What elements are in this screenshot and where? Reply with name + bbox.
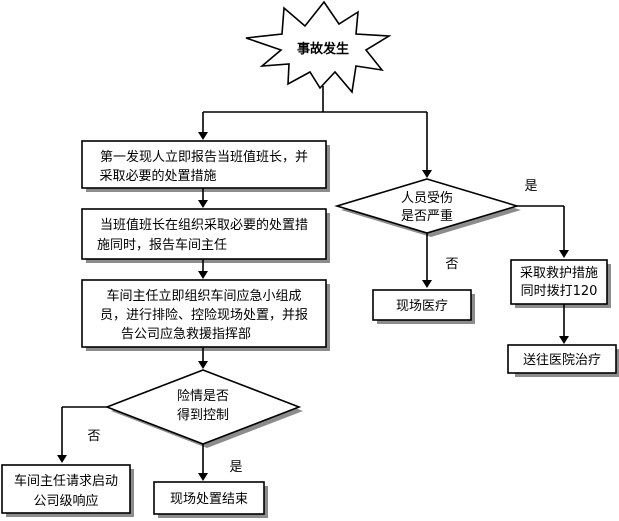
onsite-medical-text: 现场医疗 <box>396 299 448 314</box>
injury-text-line1: 人员受伤 <box>401 191 453 206</box>
report-text-line2: 采取必要的处置措施 <box>99 168 216 184</box>
report-box: 第一发现人立即报告当班值班长，并 采取必要的处置措施 <box>81 140 330 192</box>
controlled-yes-label: 是 <box>229 460 242 475</box>
company-text-line2: 公司级响应 <box>33 493 98 509</box>
report-text-line1: 第一发现人立即报告当班值班长，并 <box>100 149 308 165</box>
arrow-to-director <box>198 271 208 279</box>
shift-leader-box: 当班值班长在组织采取必要的处置措 施同时，报告车间主任 <box>81 208 330 263</box>
rescue-measures-box: 采取救护措施 同时拨打120 <box>510 259 611 308</box>
director-text-line3: 告公司应急救援指挥部 <box>121 326 251 342</box>
controlled-text-line1: 险情是否 <box>177 389 229 404</box>
shift-text-line1: 当班值班长在组织采取必要的处置措 <box>100 217 308 233</box>
arrow-to-company <box>57 455 67 463</box>
end-text: 现场处置结束 <box>170 492 248 507</box>
hospital-text: 送往医院治疗 <box>523 353 601 368</box>
arrow-to-hospital <box>559 336 569 344</box>
onsite-medical-box: 现场医疗 <box>372 289 475 324</box>
injury-text-line2: 是否严重 <box>401 208 453 224</box>
director-text-line1: 车间主任立即组织车间应急小组成 <box>106 288 301 304</box>
shift-text-line2: 施同时，报告车间主任 <box>97 237 227 253</box>
company-response-box: 车间主任请求启动 公司级响应 <box>1 464 134 517</box>
starburst-shape <box>245 0 392 94</box>
start-label: 事故发生 <box>297 41 349 57</box>
controlled-decision: 险情是否 得到控制 <box>104 369 303 448</box>
company-text-line1: 车间主任请求启动 <box>14 473 118 489</box>
injury-yes-label: 是 <box>524 179 537 194</box>
arrow-to-shift <box>198 200 208 208</box>
controlled-text-line2: 得到控制 <box>177 407 229 423</box>
start-node: 事故发生 <box>245 0 392 94</box>
injury-no-label: 否 <box>445 257 458 272</box>
arrow-to-onsite-medical <box>422 280 432 288</box>
hospital-box: 送往医院治疗 <box>507 344 619 377</box>
director-text-line2: 员，进行排险、控险现场处置，并报 <box>100 308 308 323</box>
end-box: 现场处置结束 <box>153 481 268 518</box>
arrow-to-rescue <box>559 250 569 258</box>
rescue-text-line1: 采取救护措施 <box>520 265 598 281</box>
injury-decision: 人员受伤 是否严重 <box>334 178 521 237</box>
arrow-to-end <box>198 473 208 481</box>
arrow-to-injury <box>422 170 432 178</box>
workshop-director-box: 车间主任立即组织车间应急小组成 员，进行排险、控险现场处置，并报 告公司应急救援… <box>81 279 330 351</box>
rescue-text-line2: 同时拨打120 <box>521 284 598 299</box>
arrow-to-report <box>198 132 208 140</box>
arrow-to-controlled-decision <box>198 361 208 369</box>
controlled-no-label: 否 <box>87 429 100 444</box>
